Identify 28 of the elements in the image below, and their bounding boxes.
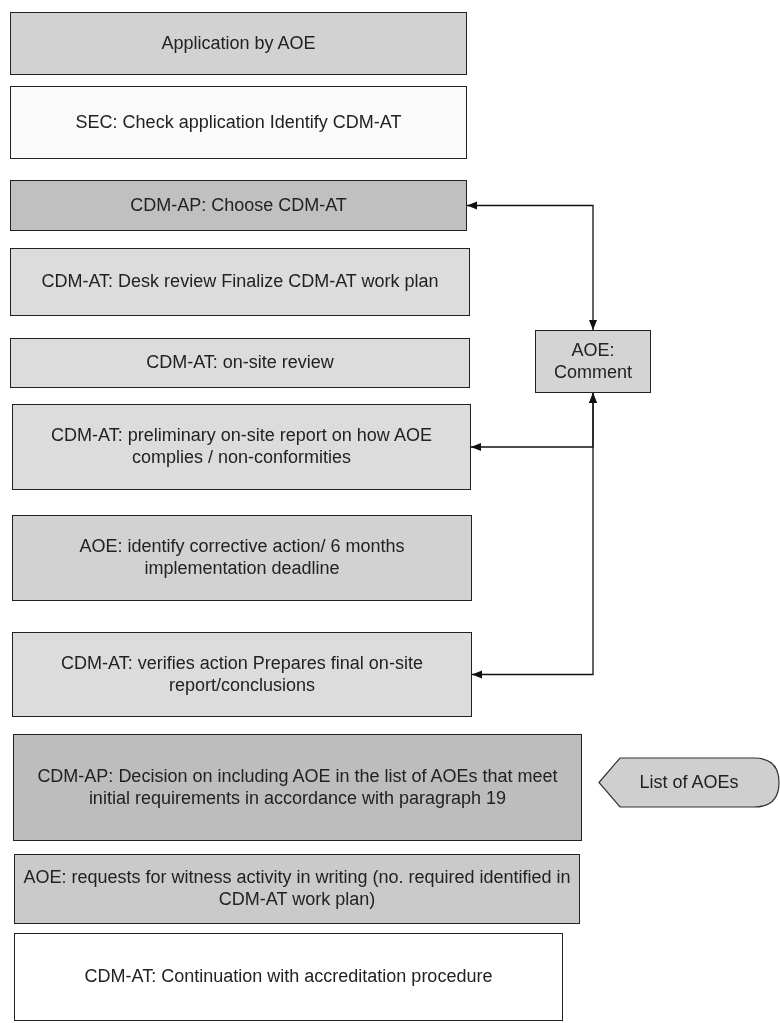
process-box <box>13 734 582 841</box>
box-label: AOE: requests for witness activity in writing (no. required identified in CDM-AT work plan) <box>22 867 572 911</box>
process-box <box>12 515 472 601</box>
process-box <box>535 330 651 393</box>
arrow <box>471 392 598 679</box>
box-label: CDM-AP: Choose CDM-AT <box>130 194 347 217</box>
arrow <box>466 201 598 331</box>
box-label: AOE: Comment <box>553 339 633 384</box>
process-box <box>10 86 467 159</box>
box-label: CDM-AT: Desk review Finalize CDM-AT work plan <box>41 271 439 293</box>
process-box <box>14 933 563 1021</box>
process-box <box>10 180 467 231</box>
box-label: Application by AOE <box>161 32 316 55</box>
process-box <box>12 632 472 717</box>
box-label: SEC: Check application Identify CDM-AT <box>75 111 402 134</box>
box-label: CDM-AT: on-site review <box>146 352 334 374</box>
box-label: AOE: identify corrective action/ 6 months implementation deadline <box>78 536 406 580</box>
process-box <box>10 248 470 316</box>
box-label: CDM-AP: Decision on including AOE in the list of AOEs that meet initial requirements in accordance with paragraph 19 <box>36 765 559 810</box>
box-label: CDM-AT: verifies action Prepares final on-site report/conclusions <box>60 652 424 697</box>
process-box <box>10 12 467 75</box>
box-label: CDM-AT: preliminary on-site report on how AOE complies / non-conformities <box>50 425 433 469</box>
box-label: CDM-AT: Continuation with accreditation procedure <box>84 966 493 988</box>
process-box <box>10 338 470 388</box>
process-box <box>14 854 580 924</box>
box-label: List of AOEs <box>639 771 739 794</box>
process-box <box>12 404 471 490</box>
display-shape <box>598 757 780 808</box>
